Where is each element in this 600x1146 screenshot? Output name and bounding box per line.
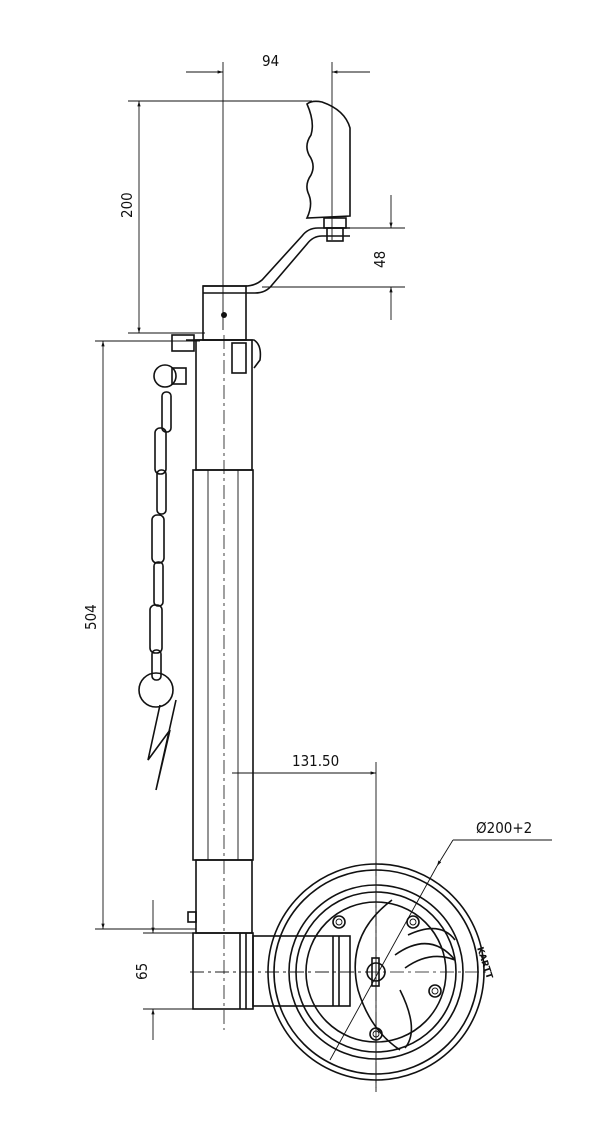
dimension-65: 65 bbox=[133, 900, 196, 1040]
dimension-200: 200 bbox=[118, 100, 312, 334]
dimension-label: Ø200+2 bbox=[476, 819, 532, 837]
wheel-clamp bbox=[190, 932, 370, 1010]
dimension-label: 200 bbox=[118, 192, 136, 218]
crank-handle bbox=[202, 100, 351, 341]
dimension-label: 131.50 bbox=[292, 752, 339, 770]
dimension-504: 504 bbox=[82, 340, 200, 930]
jack-tube bbox=[171, 334, 262, 1030]
dimension-label: 65 bbox=[133, 963, 151, 980]
wheel: KARTT bbox=[190, 862, 494, 1088]
dimension-label: 94 bbox=[262, 52, 279, 70]
dimension-label: 504 bbox=[82, 604, 100, 630]
safety-chain bbox=[138, 364, 187, 791]
dimension-label: 48 bbox=[371, 251, 389, 268]
dimension-48: 48 bbox=[262, 195, 405, 320]
dimension-94: 94 bbox=[186, 52, 370, 330]
dimension-diameter: Ø200+2 bbox=[329, 819, 552, 1061]
